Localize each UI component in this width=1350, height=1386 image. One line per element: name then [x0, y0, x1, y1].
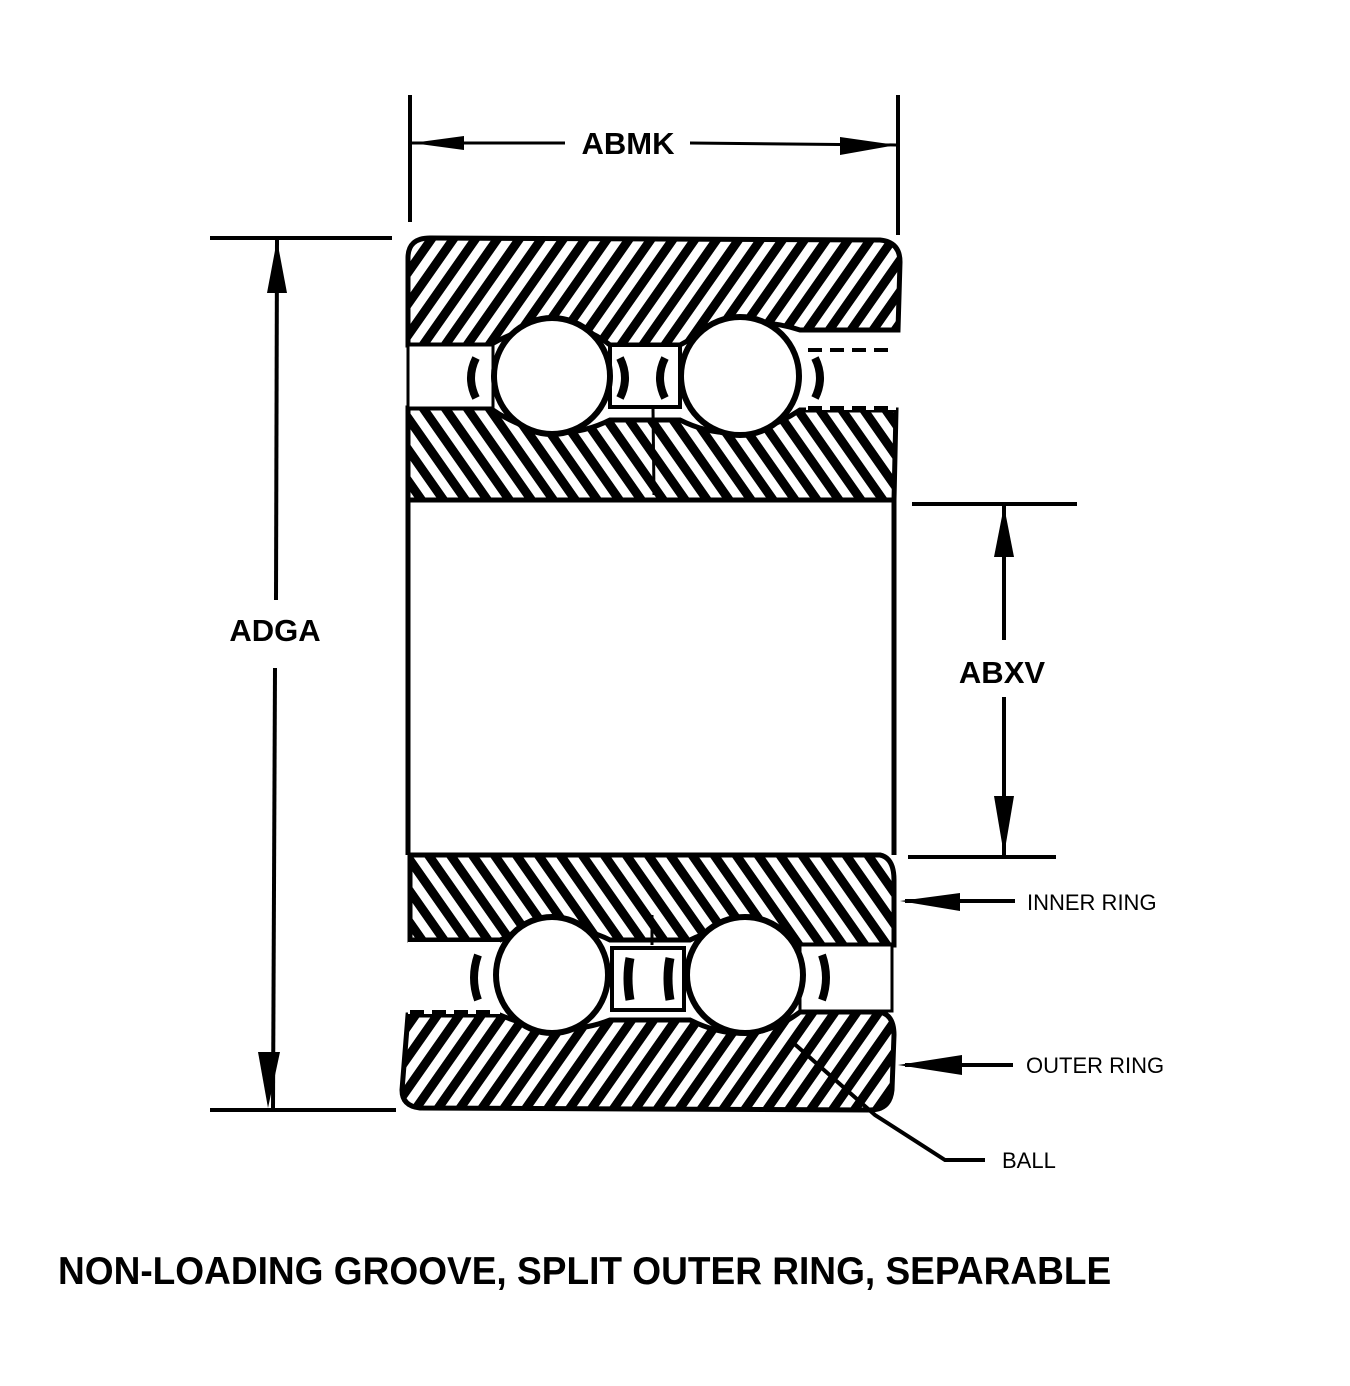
cage-pocket	[663, 957, 675, 1001]
top-outer-ring	[405, 235, 903, 348]
bottom-cage-right	[798, 943, 894, 1013]
arrow-up-icon	[267, 240, 287, 293]
bottom-ball-right	[684, 914, 806, 1036]
callout-outer-ring: OUTER RING	[898, 1053, 1164, 1078]
arrow-left-icon	[900, 893, 960, 911]
arrow-right-icon	[840, 137, 896, 155]
od-dimension-line-bottom	[271, 667, 277, 1109]
bottom-cage-middle	[610, 946, 686, 1012]
outer-diameter-dimension: ADGA	[210, 236, 396, 1112]
od-dimension-line-top	[274, 239, 279, 601]
leader-line	[788, 1038, 985, 1162]
diagram-title: NON-LOADING GROOVE, SPLIT OUTER RING, SE…	[58, 1250, 1112, 1293]
top-ball-left	[491, 315, 613, 437]
top-ball-right	[678, 314, 802, 438]
callout-inner-ring: INNER RING	[900, 890, 1157, 915]
cage-pocket	[470, 953, 482, 1002]
bottom-ball-left	[493, 914, 611, 1036]
cage-pocket	[656, 356, 669, 400]
arrow-up-icon	[994, 506, 1014, 557]
arrow-down-icon	[994, 796, 1014, 855]
inner-ring-label: INNER RING	[1027, 890, 1157, 915]
width-label: ABMK	[582, 126, 676, 161]
top-cage-left	[406, 343, 495, 410]
arrow-down-icon	[258, 1052, 280, 1108]
cage-pocket	[623, 957, 635, 1001]
width-dimension: ABMK	[408, 95, 900, 235]
split-line	[651, 407, 656, 496]
cage-pocket	[818, 953, 830, 1002]
cage-pocket	[811, 356, 824, 400]
bottom-cage-left	[408, 942, 500, 1014]
bearing-cross-section	[399, 235, 903, 1113]
cage-pocket	[616, 356, 629, 400]
bore-dimension: ABXV	[908, 502, 1077, 859]
bore-label: ABXV	[959, 655, 1045, 690]
arrow-left-icon	[898, 1055, 962, 1075]
arrow-left-icon	[412, 136, 464, 150]
bottom-outer-ring	[399, 1009, 897, 1113]
ball-label: BALL	[1002, 1148, 1056, 1173]
cage-pocket	[467, 356, 480, 400]
outer-ring-label: OUTER RING	[1026, 1053, 1164, 1078]
outer-diameter-label: ADGA	[229, 613, 320, 648]
callout-ball: BALL	[788, 1038, 1056, 1173]
